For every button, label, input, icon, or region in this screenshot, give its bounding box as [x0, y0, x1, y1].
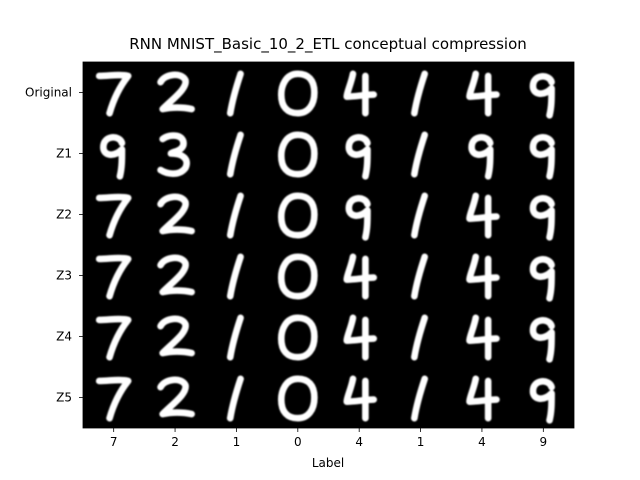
digit-cell-r5-c6 — [466, 375, 500, 422]
digit-cell-r3-c4 — [343, 253, 377, 300]
digit-cell-r0-c4 — [343, 70, 377, 117]
digit-cell-r2-c4 — [345, 195, 371, 241]
digit-cell-r0-c6 — [466, 70, 500, 117]
chart-title: RNN MNIST_Basic_10_2_ETL conceptual comp… — [129, 35, 527, 54]
digit-cell-r4-c6 — [466, 314, 500, 361]
digit-cell-r3-c6 — [466, 253, 500, 300]
x-tick-label-1: 2 — [171, 435, 179, 449]
digit-cell-r2-c1 — [157, 193, 195, 235]
digit-cell-r3-c1 — [157, 254, 195, 296]
digit-cell-r5-c2 — [226, 375, 244, 422]
digit-cell-r4-c1 — [157, 315, 195, 357]
digit-cell-r4-c7 — [529, 317, 555, 363]
digit-cell-r3-c3 — [277, 253, 318, 300]
x-tick-label-5: 1 — [417, 435, 425, 449]
digit-cell-r2-c3 — [277, 192, 318, 239]
digit-cell-r2-c5 — [411, 192, 429, 239]
digit-cell-r4-c3 — [277, 314, 318, 361]
digit-cell-r2-c7 — [529, 195, 555, 241]
x-tick-label-4: 4 — [355, 435, 363, 449]
digit-cell-r2-c2 — [226, 192, 244, 239]
digit-image-grid — [95, 70, 555, 424]
y-tick-label-5: Z5 — [56, 391, 72, 405]
digit-cell-r4-c2 — [226, 314, 244, 361]
plot-frame — [82, 61, 575, 429]
y-tick-label-4: Z4 — [56, 330, 72, 344]
y-tick-label-0: Original — [25, 86, 72, 100]
x-tick-label-0: 7 — [110, 435, 118, 449]
digit-cell-r1-c2 — [226, 131, 244, 178]
plot-area — [83, 62, 574, 428]
digit-cell-r0-c0 — [95, 71, 132, 117]
digit-cell-r4-c4 — [343, 314, 377, 361]
digit-cell-r0-c1 — [157, 71, 195, 113]
digit-cell-r0-c7 — [529, 73, 555, 119]
digit-cell-r1-c7 — [529, 134, 555, 180]
digit-cell-r2-c6 — [466, 192, 500, 239]
x-tick-label-7: 9 — [539, 435, 547, 449]
x-tick-label-3: 0 — [294, 435, 302, 449]
digit-cell-r5-c0 — [95, 376, 132, 422]
digit-cell-r1-c3 — [277, 131, 318, 178]
digit-cell-r5-c5 — [411, 375, 429, 422]
digit-cell-r0-c2 — [226, 70, 244, 117]
x-tick-label-6: 4 — [478, 435, 486, 449]
digit-cell-r1-c1 — [157, 132, 190, 177]
digit-cell-r5-c4 — [343, 375, 377, 422]
digit-cell-r1-c5 — [411, 131, 429, 178]
digit-cell-r4-c5 — [411, 314, 429, 361]
digit-cell-r0-c3 — [277, 70, 318, 117]
y-tick-label-2: Z2 — [56, 208, 72, 222]
y-tick-label-1: Z1 — [56, 147, 72, 161]
digit-cell-r3-c2 — [226, 253, 244, 300]
digit-cell-r3-c0 — [95, 254, 132, 300]
digit-cell-r1-c4 — [345, 134, 371, 180]
digit-cell-r3-c5 — [411, 253, 429, 300]
digit-cell-r5-c3 — [277, 375, 318, 422]
digit-cell-r5-c1 — [157, 376, 195, 418]
x-tick-label-2: 1 — [233, 435, 241, 449]
digit-cell-r5-c7 — [529, 378, 555, 424]
digit-cell-r0-c5 — [411, 70, 429, 117]
x-axis-label: Label — [312, 456, 344, 470]
digit-cell-r3-c7 — [529, 256, 555, 302]
digit-cell-r1-c6 — [468, 134, 494, 180]
digit-cell-r2-c0 — [95, 193, 132, 239]
y-tick-label-3: Z3 — [56, 269, 72, 283]
digit-cell-r4-c0 — [95, 315, 132, 361]
digit-cell-r1-c0 — [100, 134, 126, 180]
